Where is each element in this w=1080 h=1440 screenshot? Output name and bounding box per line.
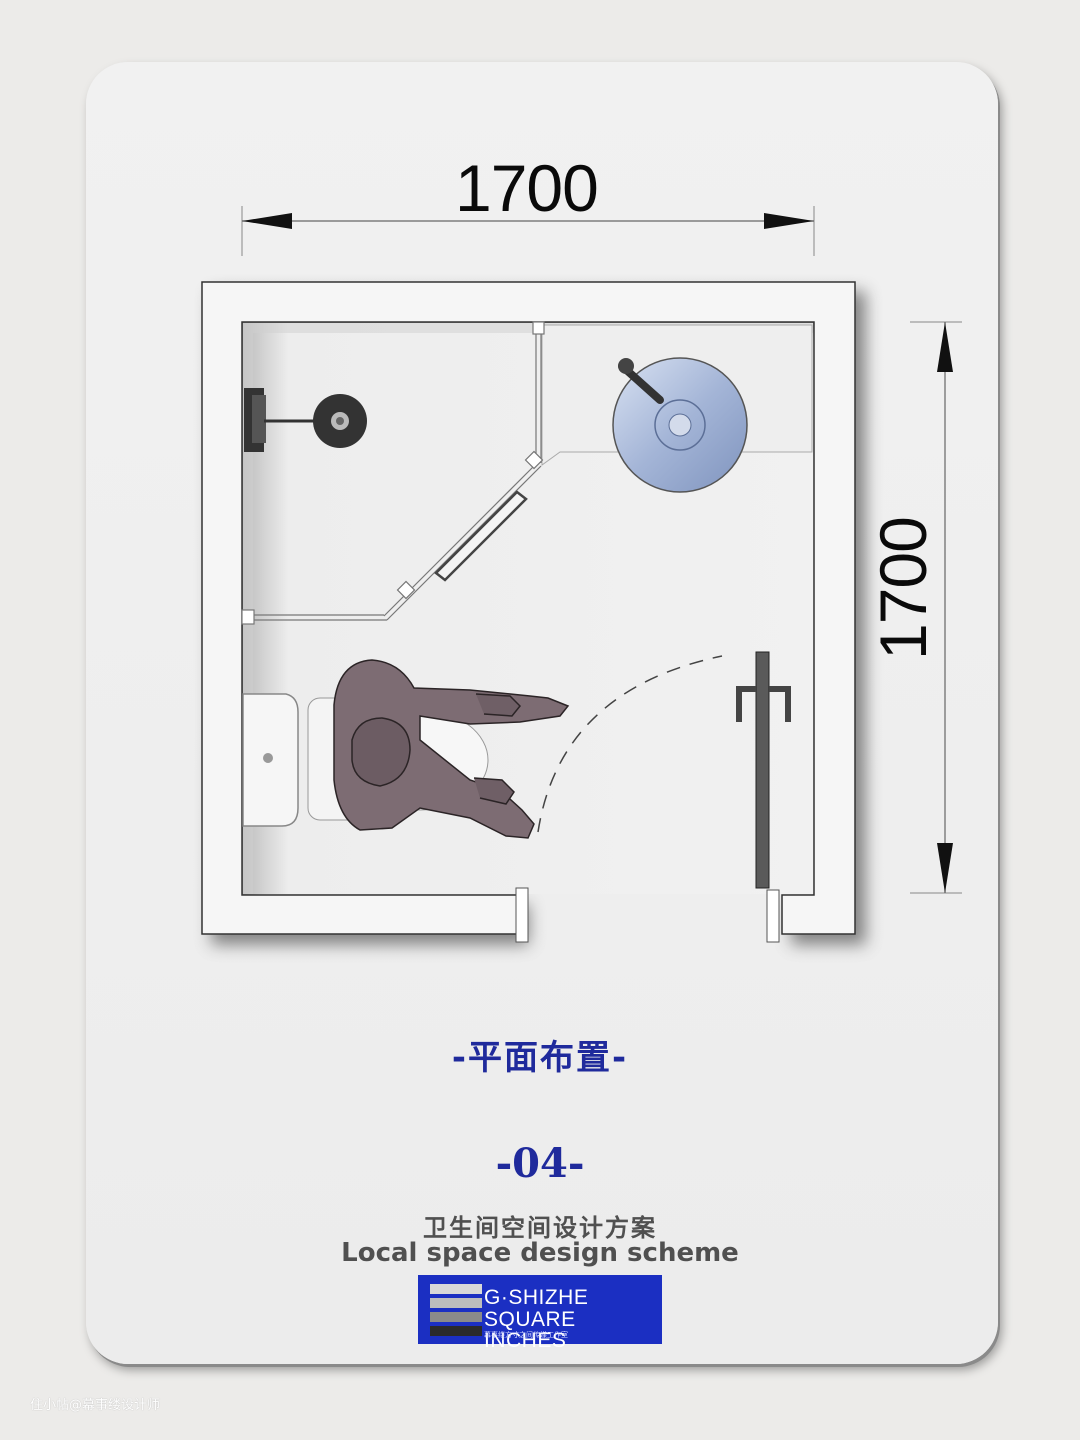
wash-basin-icon — [612, 357, 748, 493]
shower-partition — [241, 321, 545, 625]
person-icon — [333, 659, 570, 839]
width-label: 1700 — [455, 151, 599, 225]
title-chinese: 卫生间空间设计方案 — [423, 1214, 657, 1242]
door-icon — [537, 651, 791, 889]
logo-line-2: SQUARE INCHES — [484, 1308, 576, 1352]
height-dimension — [910, 321, 962, 894]
logo-bars-icon — [430, 1284, 482, 1336]
title-english: Local space design scheme — [341, 1238, 739, 1268]
layout-label: -平面布置- — [451, 1038, 629, 1078]
logo-line-1: G·SHIZHE — [484, 1286, 589, 1309]
brand-logo: G·SHIZHE SQUARE INCHES 幕事缕方寸之间传媒工作室 — [418, 1275, 662, 1351]
width-dimension — [241, 206, 815, 256]
door-jamb-left — [515, 887, 529, 943]
scheme-number: -04- — [495, 1140, 585, 1187]
shower-head-icon — [244, 388, 367, 452]
door-jamb-right — [766, 889, 780, 943]
height-label: 1700 — [866, 517, 940, 660]
logo-line-3: 幕事缕方寸之间传媒工作室 — [484, 1331, 568, 1339]
watermark: 住小帖@幕事缕设计师 — [30, 1398, 161, 1413]
